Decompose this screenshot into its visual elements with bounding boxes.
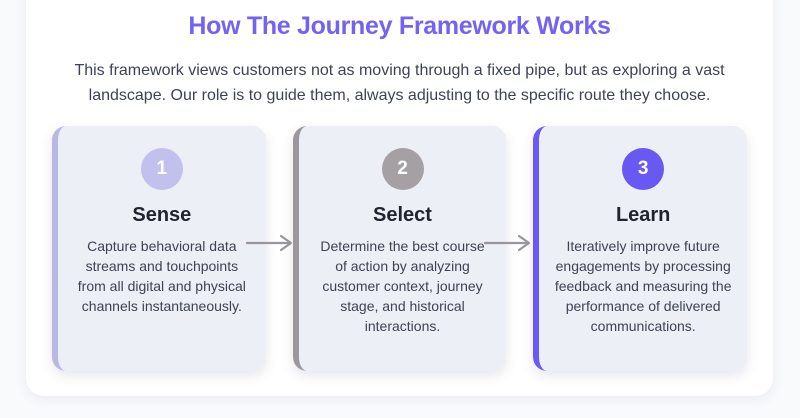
step-title: Learn [615, 204, 671, 226]
section-subtitle: This framework views customers not as mo… [26, 59, 773, 108]
step-description: Determine the best course of action by a… [320, 238, 485, 334]
section-subtitle-line-2: landscape. Our role is to guide them, al… [88, 86, 711, 104]
step-number-badge: 2 [381, 148, 424, 190]
section-subtitle-line-1: This framework views customers not as mo… [74, 62, 725, 79]
section-title: How The Journey Framework Works [188, 12, 611, 40]
step-card-learn: 3 Learn Iteratively improve future engag… [533, 126, 748, 371]
step-number-badge: 1 [140, 148, 183, 190]
step-card-sense: 1 Sense Capture behavioral data streams … [52, 126, 266, 371]
step-number-badge: 3 [622, 148, 665, 190]
step-title: Sense [132, 204, 192, 226]
step-card-select: 2 Select Determine the best course of ac… [292, 126, 507, 371]
step-title: Select [373, 204, 432, 226]
framework-panel: How The Journey Framework Works This fra… [26, 0, 773, 396]
step-description: Capture behavioral data streams and touc… [77, 238, 246, 314]
steps-row: 1 Sense Capture behavioral data streams … [52, 126, 748, 371]
flow-arrow-icon [484, 234, 531, 252]
step-description: Iteratively improve future engagements b… [554, 238, 732, 334]
flow-arrow-icon [246, 234, 293, 252]
